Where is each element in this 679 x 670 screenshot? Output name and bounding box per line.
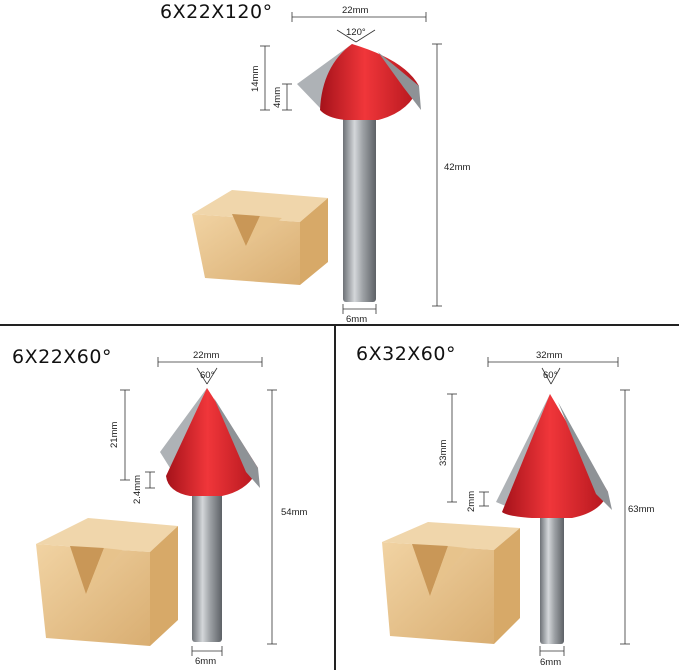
product-title: 6X22X120° (160, 1, 273, 23)
overall-height-label: 54mm (281, 507, 307, 518)
cutter-head (297, 44, 421, 120)
panel-divider-horizontal (0, 324, 679, 326)
cut-depth-label: 21mm (109, 422, 120, 448)
width-label: 22mm (342, 5, 368, 16)
router-bit-illustration: 22mm 120° 14mm 4mm 42mm 6mm (192, 5, 470, 323)
edge-height-label: 4mm (272, 87, 283, 108)
width-label: 32mm (536, 350, 562, 361)
overall-height-label: 63mm (628, 504, 654, 515)
cutter-head (160, 388, 260, 496)
product-title: 6X32X60° (356, 343, 456, 365)
shank-label: 6mm (540, 657, 561, 668)
angle-label: 60° (200, 370, 215, 381)
product-panel-22x60: 6X22X60° (0, 326, 334, 670)
shank-label: 6mm (346, 314, 367, 323)
router-bit-illustration: 32mm 60° 33mm 2mm 63mm 6mm (382, 350, 654, 668)
wood-block (192, 190, 328, 285)
shank (343, 112, 376, 302)
angle-label: 120° (346, 27, 366, 38)
product-panel-32x60: 6X32X60° (336, 326, 679, 670)
shank (192, 492, 222, 642)
cutter-head (496, 394, 612, 518)
angle-label: 60° (543, 370, 558, 381)
panel-divider-vertical (334, 324, 336, 670)
edge-height-label: 2mm (466, 491, 477, 512)
wood-block (382, 522, 520, 644)
cut-depth-label: 14mm (250, 66, 261, 92)
shank-label: 6mm (195, 656, 216, 667)
router-bit-illustration: 22mm 60° 21mm 2.4mm 54mm 6mm (36, 350, 307, 667)
product-title: 6X22X60° (12, 346, 112, 368)
cut-depth-label: 33mm (438, 440, 449, 466)
shank (540, 514, 564, 644)
edge-height-label: 2.4mm (132, 475, 143, 504)
wood-block (36, 518, 178, 646)
overall-height-label: 42mm (444, 162, 470, 173)
product-panel-120: 6X22X120° (0, 0, 679, 323)
width-label: 22mm (193, 350, 219, 361)
